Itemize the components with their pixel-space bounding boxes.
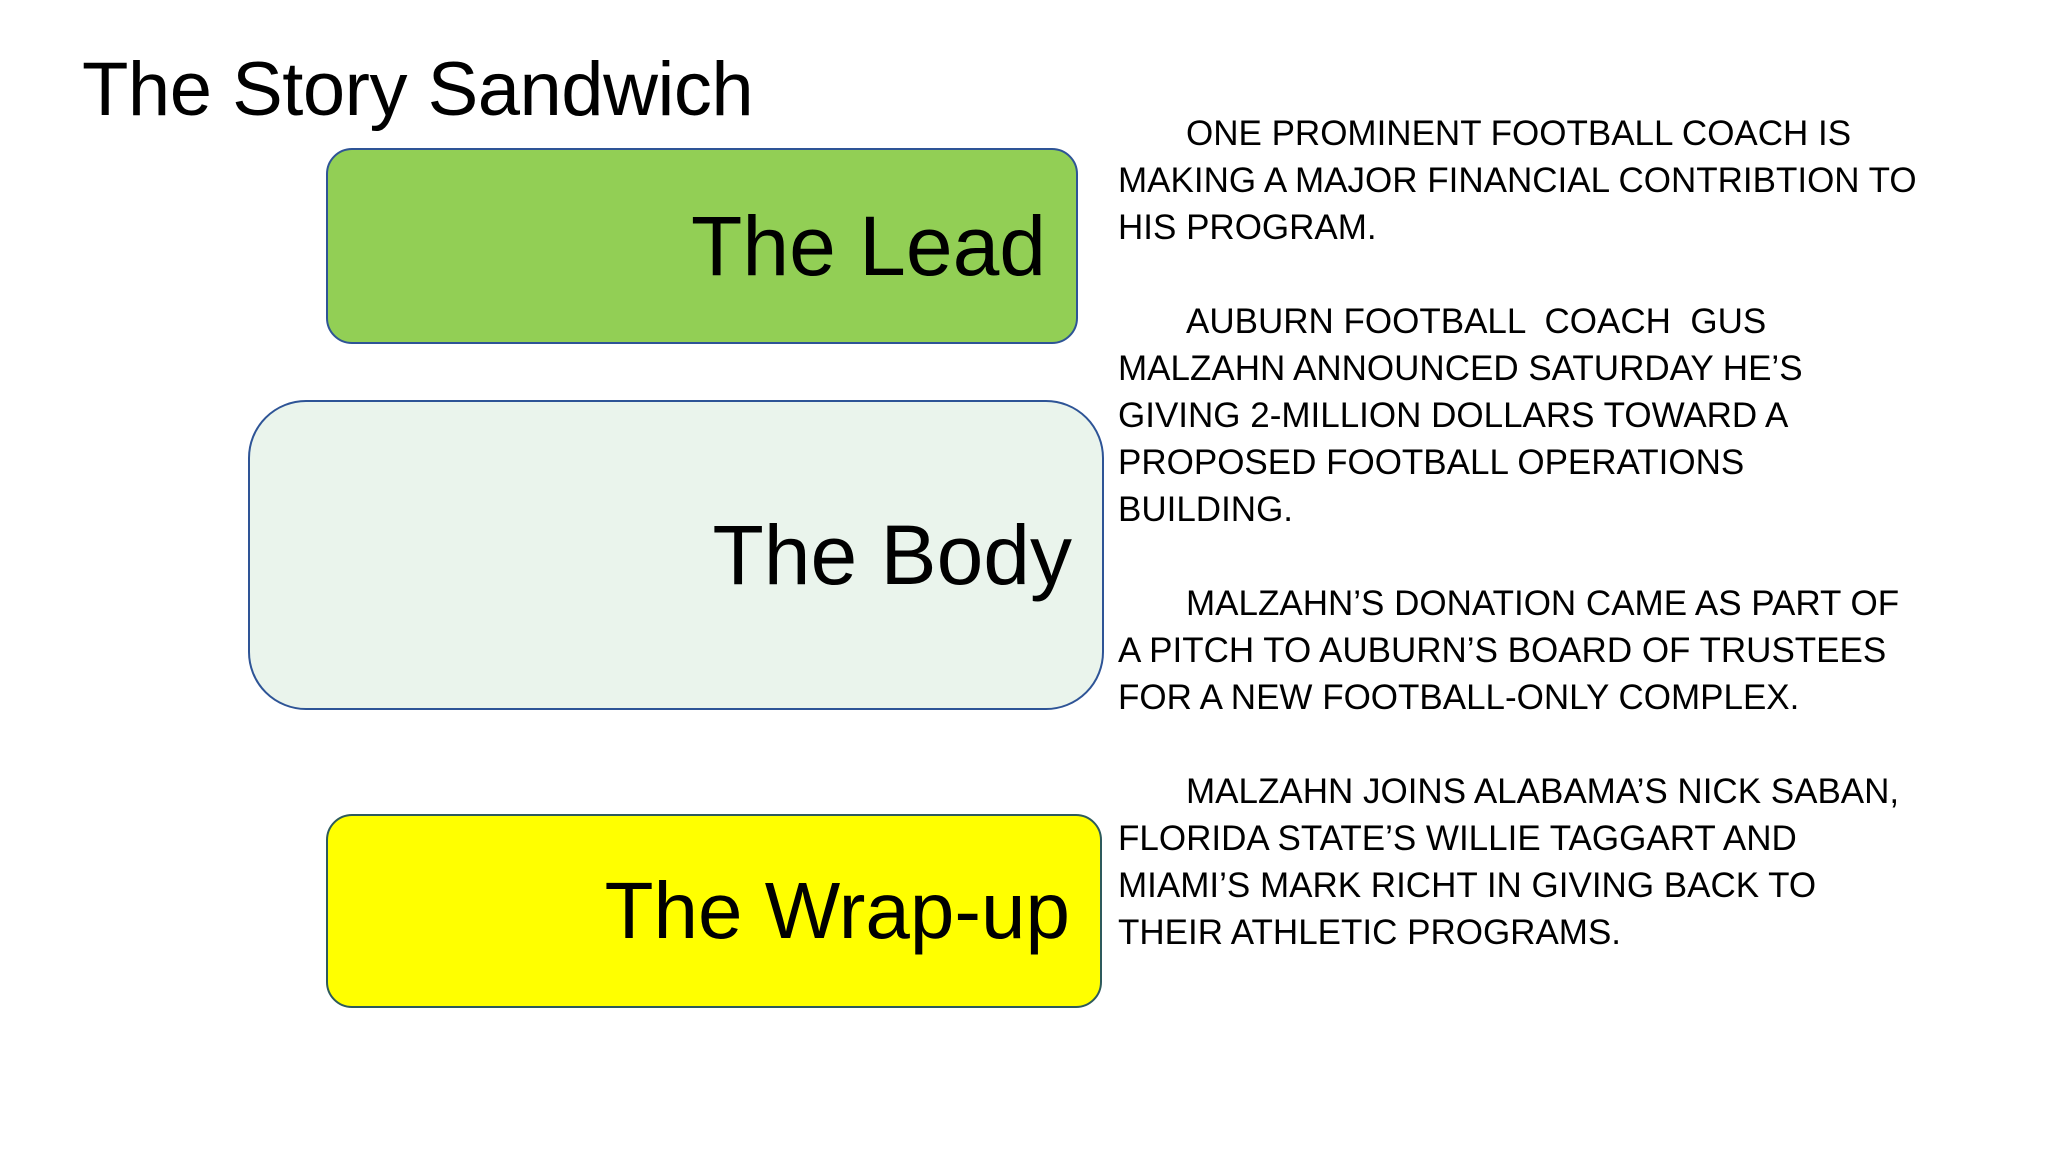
sandwich-box-lead[interactable]: The Lead (326, 148, 1078, 344)
sandwich-box-body-label: The Body (712, 508, 1072, 602)
sandwich-box-body[interactable]: The Body (248, 400, 1104, 710)
sandwich-box-wrapup[interactable]: The Wrap-up (326, 814, 1102, 1008)
story-paragraph-lead: ONE PROMINENT FOOTBALL COACH IS MAKING A… (1118, 114, 1927, 247)
sandwich-box-wrapup-label: The Wrap-up (604, 866, 1070, 955)
story-paragraph-body-2: MALZAHN’S DONATION CAME AS PART OF A PIT… (1118, 584, 1907, 717)
sandwich-box-lead-label: The Lead (691, 199, 1046, 293)
story-text-column: ONE PROMINENT FOOTBALL COACH IS MAKING A… (1118, 110, 1928, 956)
story-paragraph-wrapup: MALZAHN JOINS ALABAMA’S NICK SABAN, FLOR… (1118, 772, 1909, 952)
story-paragraph-body-1: AUBURN FOOTBALL COACH GUS MALZAHN ANNOUN… (1118, 302, 1813, 529)
page-title: The Story Sandwich (82, 47, 754, 132)
